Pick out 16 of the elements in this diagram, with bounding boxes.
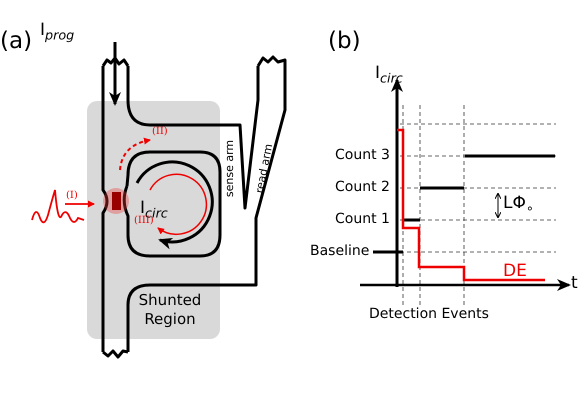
panel-label: (a) bbox=[0, 30, 32, 53]
level-label: Count 3 bbox=[335, 148, 390, 162]
arm-label: sense arm bbox=[224, 139, 235, 197]
step-label: (II) bbox=[152, 127, 168, 137]
level-label: Baseline bbox=[310, 244, 370, 258]
level-label: Count 2 bbox=[335, 180, 390, 194]
region-label: Shunted Region bbox=[138, 291, 202, 328]
current-label: I$_{prog}$ bbox=[40, 22, 74, 44]
panel-label: (b) bbox=[328, 30, 361, 53]
level-label: Count 1 bbox=[335, 212, 390, 226]
step-label: (I) bbox=[66, 191, 78, 201]
axis-label: t bbox=[571, 275, 578, 292]
flux-quantum-label: LΦ$_{∘}$ bbox=[503, 195, 534, 216]
trace-label: DE bbox=[503, 263, 527, 280]
axis-label: Detection Events bbox=[369, 307, 489, 321]
step-label: (III) bbox=[134, 216, 154, 226]
